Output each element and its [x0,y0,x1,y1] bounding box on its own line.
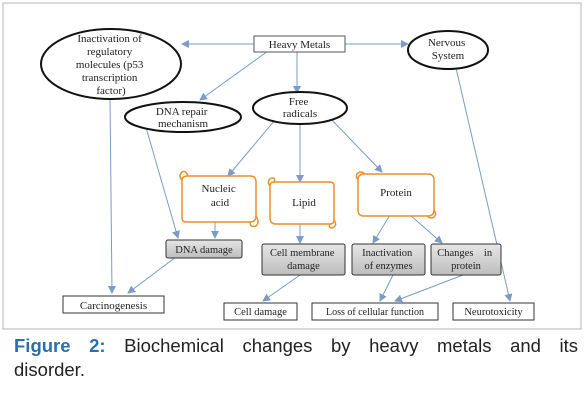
arrow-dnarepair-to-dnadamage [144,123,180,239]
node-changes-protein: Changes in protein [430,243,502,276]
arrow-inactivation-to-carcino [107,97,116,294]
lipid-label: Lipid [292,197,316,209]
protein-label: Protein [380,187,412,199]
carcinogenesis-label: Carcinogenesis [80,300,147,312]
flow-diagram: Heavy Metals Inactivation of regulatory … [2,2,582,330]
inactivation-enzymes-label: Inactivation of enzymes [362,248,415,272]
node-cell-damage: Cell damage [223,302,298,321]
node-free-radicals: Free radicals [252,91,348,125]
free-radicals-label: Free radicals [283,96,317,120]
neurotoxicity-label: Neurotoxicity [464,307,523,318]
node-dna-repair: DNA repair mechanism [124,101,242,133]
node-inactivation-enzymes: Inactivation of enzymes [351,243,426,276]
cell-membrane-damage-label: Cell membrane damage [270,248,337,272]
figure-label: Figure 2: [14,335,106,356]
nucleic-acid-label: Nucleic acid [202,183,239,209]
heavy-metals-label: Heavy Metals [269,39,330,51]
node-cell-membrane-damage: Cell membrane damage [261,243,346,276]
dna-damage-label: DNA damage [175,245,233,256]
dna-repair-label: DNA repair mechanism [156,106,210,130]
node-neurotoxicity: Neurotoxicity [452,302,535,321]
arrow-hm-to-dna-repair [199,50,269,101]
changes-protein-label: Changes in protein [437,248,494,272]
arrow-changes-to-loss [394,274,464,303]
node-loss-cellular-function: Loss of cellular function [311,302,439,321]
arrow-enzymes-to-loss [379,274,394,302]
arrow-dnadamage-to-carcino [127,253,181,294]
node-dna-damage: DNA damage [165,239,243,259]
arrow-membrane-to-celldamage [262,274,301,302]
node-carcinogenesis: Carcinogenesis [62,295,165,314]
cell-damage-label: Cell damage [234,307,287,318]
arrow-protein-to-enzymes [372,214,391,244]
node-lipid-scroll: Lipid [267,177,337,229]
loss-cellular-function-label: Loss of cellular function [326,307,424,318]
nervous-system-label: Nervous System [428,37,468,62]
inactivation-regulatory-label: Inactivation of regulatory molecules (p5… [76,33,146,97]
connectors [107,40,513,303]
arrow-fr-to-protein [329,117,383,173]
figure-caption: Figure 2: Biochemical changes by heavy m… [14,334,578,358]
node-nucleic-acid-scroll: Nucleic acid [179,170,259,228]
arrow-fr-to-nucleic [227,119,276,177]
node-protein-scroll: Protein [355,171,437,219]
frame-border [2,2,582,330]
arrow-protein-to-changes [409,214,443,244]
node-inactivation-regulatory: Inactivation of regulatory molecules (p5… [40,28,182,100]
node-heavy-metals: Heavy Metals [253,35,346,53]
node-nervous-system: Nervous System [407,30,489,70]
caption-text-line1: Biochemical changes by heavy metals and … [124,335,579,356]
caption-text-line2: disorder. [14,359,85,380]
